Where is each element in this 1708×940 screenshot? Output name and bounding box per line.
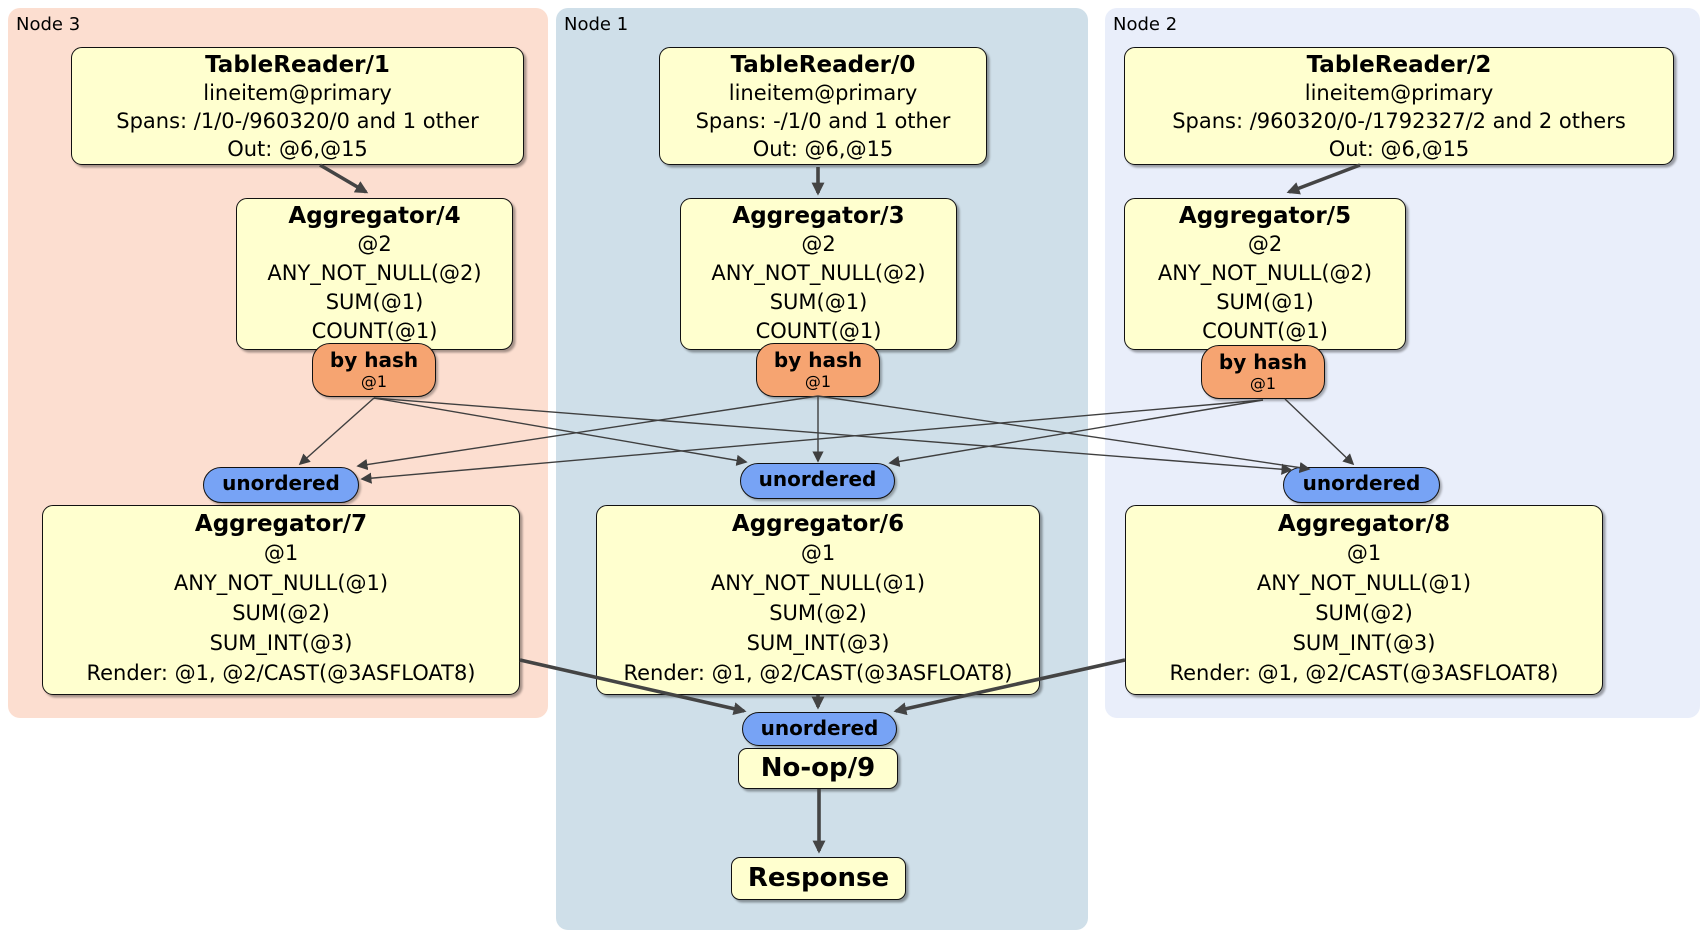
processor-render: Render: @1, @2/CAST(@3ASFLOAT8) bbox=[623, 661, 1013, 685]
processor-groupcols: @1 bbox=[800, 541, 836, 565]
processor-render: Render: @1, @2/CAST(@3ASFLOAT8) bbox=[1169, 661, 1559, 685]
sync-unordered-7: unordered bbox=[203, 467, 359, 503]
processor-agg-fn: SUM(@1) bbox=[769, 290, 868, 314]
processor-agg-fn: ANY_NOT_NULL(@1) bbox=[1256, 571, 1472, 595]
processor-groupcols: @1 bbox=[263, 541, 299, 565]
processor-agg-fn: SUM(@1) bbox=[325, 290, 424, 314]
processor-groupcols: @2 bbox=[357, 232, 392, 256]
processor-agg-fn: SUM_INT(@3) bbox=[746, 631, 890, 655]
processor-agg-fn: ANY_NOT_NULL(@2) bbox=[711, 261, 926, 285]
processor-title: Aggregator/3 bbox=[732, 203, 905, 229]
processor-index: lineitem@primary bbox=[1304, 81, 1494, 105]
processor-agg-fn: SUM(@1) bbox=[1216, 290, 1314, 314]
processor-groupcols: @1 bbox=[1346, 541, 1382, 565]
processor-index: lineitem@primary bbox=[728, 81, 918, 105]
processor-agg-fn: COUNT(@1) bbox=[755, 319, 882, 343]
processor-agg-fn: ANY_NOT_NULL(@2) bbox=[267, 261, 482, 285]
router-label: by hash bbox=[1218, 350, 1308, 374]
processor-title: Aggregator/7 bbox=[194, 511, 368, 537]
processor-render: Render: @1, @2/CAST(@3ASFLOAT8) bbox=[86, 661, 476, 685]
processor-groupcols: @2 bbox=[1247, 232, 1283, 256]
processor-title: Aggregator/5 bbox=[1178, 203, 1352, 229]
processor-noop-9: No-op/9 bbox=[738, 748, 898, 789]
processor-tablereader-1: TableReader/1 lineitem@primary Spans: /1… bbox=[71, 47, 524, 165]
processor-agg-fn: SUM(@2) bbox=[769, 601, 867, 625]
processor-agg-fn: SUM_INT(@3) bbox=[209, 631, 353, 655]
processor-aggregator-6: Aggregator/6 @1 ANY_NOT_NULL(@1) SUM(@2)… bbox=[596, 505, 1040, 695]
router-detail: @1 bbox=[1249, 374, 1277, 393]
processor-groupcols: @2 bbox=[801, 232, 836, 256]
processor-title: TableReader/0 bbox=[730, 52, 916, 78]
region-node1-label: Node 1 bbox=[564, 14, 629, 35]
processor-out: Out: @6,@15 bbox=[752, 137, 894, 161]
processor-index: lineitem@primary bbox=[203, 81, 392, 105]
processor-aggregator-3: Aggregator/3 @2 ANY_NOT_NULL(@2) SUM(@1)… bbox=[680, 198, 957, 350]
processor-tablereader-0: TableReader/0 lineitem@primary Spans: -/… bbox=[659, 47, 987, 165]
processor-out: Out: @6,@15 bbox=[1328, 137, 1470, 161]
router-label: by hash bbox=[329, 348, 419, 372]
router-by-hash-4: by hash @1 bbox=[312, 343, 436, 397]
processor-title: TableReader/1 bbox=[205, 52, 390, 78]
processor-aggregator-7: Aggregator/7 @1 ANY_NOT_NULL(@1) SUM(@2)… bbox=[42, 505, 520, 695]
processor-title: Aggregator/4 bbox=[288, 203, 461, 229]
processor-aggregator-4: Aggregator/4 @2 ANY_NOT_NULL(@2) SUM(@1)… bbox=[236, 198, 513, 350]
sync-unordered-final: unordered bbox=[742, 712, 897, 746]
processor-spans: Spans: -/1/0 and 1 other bbox=[695, 109, 951, 133]
sync-unordered-6: unordered bbox=[740, 463, 895, 499]
processor-title: TableReader/2 bbox=[1306, 52, 1492, 78]
processor-tablereader-2: TableReader/2 lineitem@primary Spans: /9… bbox=[1124, 47, 1674, 165]
region-node3-label: Node 3 bbox=[16, 14, 81, 35]
router-detail: @1 bbox=[360, 372, 388, 391]
processor-aggregator-5: Aggregator/5 @2 ANY_NOT_NULL(@2) SUM(@1)… bbox=[1124, 198, 1406, 350]
router-detail: @1 bbox=[804, 372, 832, 391]
processor-response: Response bbox=[731, 857, 906, 900]
processor-agg-fn: SUM(@2) bbox=[232, 601, 330, 625]
processor-title: Aggregator/8 bbox=[1277, 511, 1451, 537]
processor-agg-fn: ANY_NOT_NULL(@1) bbox=[710, 571, 926, 595]
router-label: by hash bbox=[773, 348, 863, 372]
router-by-hash-5: by hash @1 bbox=[1201, 345, 1325, 399]
processor-agg-fn: SUM(@2) bbox=[1315, 601, 1413, 625]
processor-agg-fn: ANY_NOT_NULL(@1) bbox=[173, 571, 389, 595]
processor-spans: Spans: /1/0-/960320/0 and 1 other bbox=[116, 109, 479, 133]
processor-agg-fn: COUNT(@1) bbox=[1202, 319, 1328, 343]
router-by-hash-3: by hash @1 bbox=[756, 343, 880, 397]
processor-spans: Spans: /960320/0-/1792327/2 and 2 others bbox=[1172, 109, 1626, 133]
processor-aggregator-8: Aggregator/8 @1 ANY_NOT_NULL(@1) SUM(@2)… bbox=[1125, 505, 1603, 695]
processor-agg-fn: COUNT(@1) bbox=[311, 319, 438, 343]
region-node2-label: Node 2 bbox=[1113, 14, 1178, 35]
processor-title: Aggregator/6 bbox=[731, 511, 905, 537]
sync-unordered-8: unordered bbox=[1283, 467, 1440, 503]
processor-out: Out: @6,@15 bbox=[227, 137, 368, 161]
processor-agg-fn: SUM_INT(@3) bbox=[1292, 631, 1436, 655]
processor-agg-fn: ANY_NOT_NULL(@2) bbox=[1157, 261, 1373, 285]
